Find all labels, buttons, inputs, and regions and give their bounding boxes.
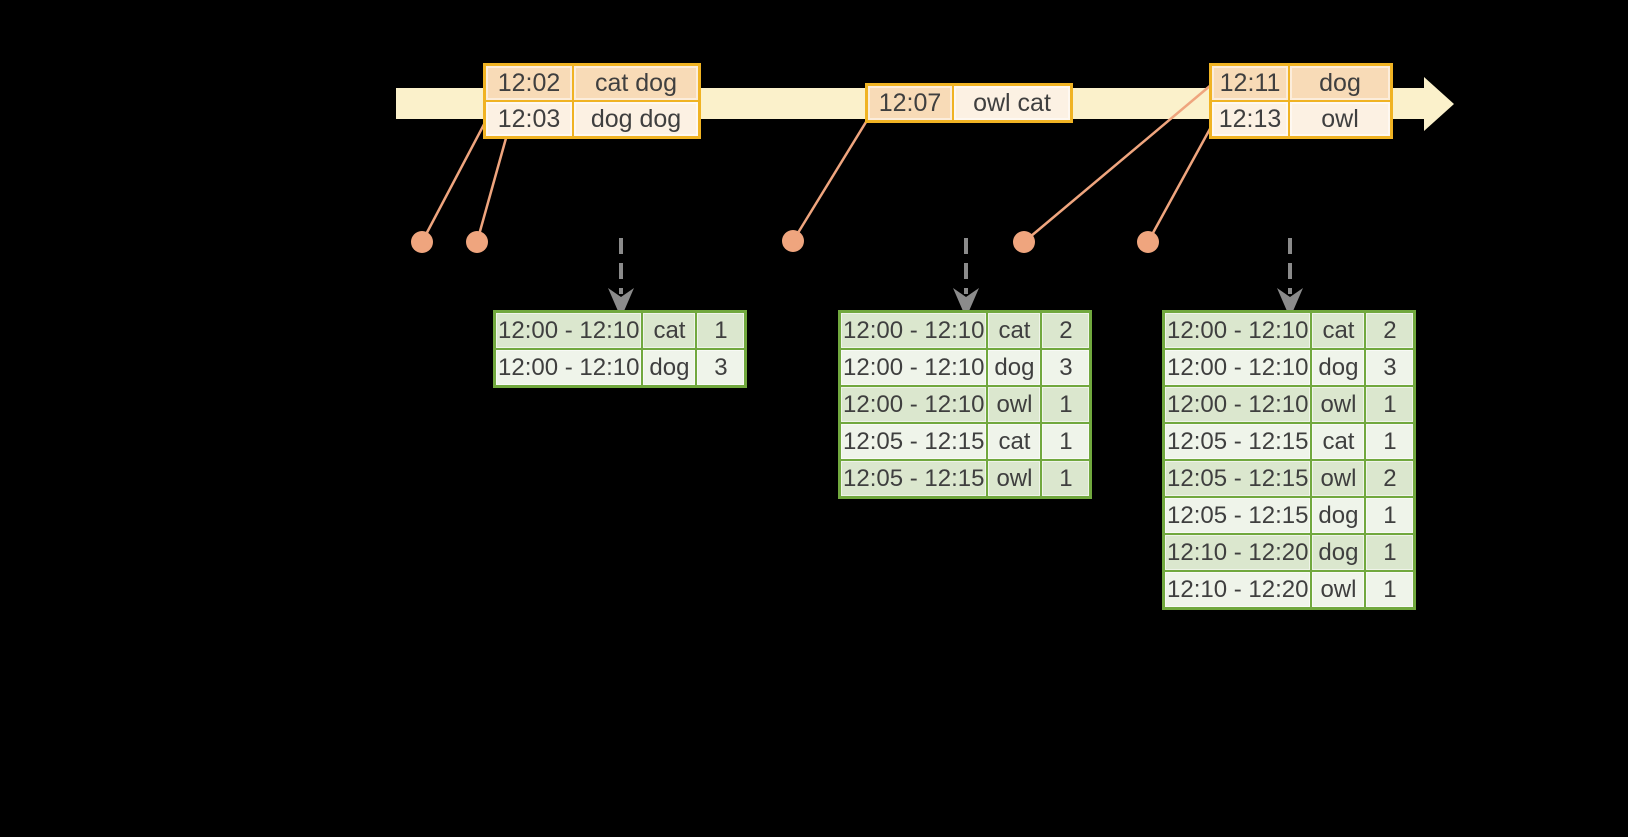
event-time-cell: 12:11 <box>1212 66 1288 100</box>
window-count-cell: 1 <box>1366 387 1414 422</box>
window-key-cell: dog <box>1312 498 1365 533</box>
window-key-cell: owl <box>988 387 1041 422</box>
window-window-cell: 12:00 - 12:10 <box>841 313 987 348</box>
event-events-cell: owl <box>1290 102 1390 136</box>
event-time-cell: 12:02 <box>486 66 572 100</box>
window-count-cell: 1 <box>1366 572 1414 607</box>
window-key-cell: dog <box>988 350 1041 385</box>
window-key-cell: cat <box>643 313 696 348</box>
window-count-cell: 1 <box>697 313 745 348</box>
window-key-cell: cat <box>988 313 1041 348</box>
window-key-cell: dog <box>1312 350 1365 385</box>
event-time-dot-icon <box>782 230 804 252</box>
window-key-cell: owl <box>1312 461 1365 496</box>
window-window-cell: 12:05 - 12:15 <box>1165 424 1311 459</box>
window-window-cell: 12:05 - 12:15 <box>1165 461 1311 496</box>
event-time-cell: 12:03 <box>486 102 572 136</box>
window-key-cell: owl <box>1312 572 1365 607</box>
window-count-cell: 1 <box>1366 424 1414 459</box>
window-window-cell: 12:00 - 12:10 <box>841 387 987 422</box>
event-time-dot-icon <box>411 231 433 253</box>
window-window-cell: 12:05 - 12:15 <box>1165 498 1311 533</box>
window-window-cell: 12:05 - 12:15 <box>841 424 987 459</box>
window-window-cell: 12:00 - 12:10 <box>1165 350 1311 385</box>
event-connector-line <box>791 121 868 242</box>
window-count-cell: 3 <box>1366 350 1414 385</box>
emit-arrow-icon <box>1277 238 1303 318</box>
window-key-cell: dog <box>1312 535 1365 570</box>
event-time-cell: 12:07 <box>868 86 952 120</box>
window-key-cell: cat <box>1312 424 1365 459</box>
window-count-cell: 1 <box>1042 461 1090 496</box>
event-connector-line <box>1023 84 1212 243</box>
event-events-cell: dog dog <box>574 102 698 136</box>
window-window-cell: 12:00 - 12:10 <box>1165 387 1311 422</box>
window-key-cell: owl <box>988 461 1041 496</box>
event-time-dot-icon <box>1013 231 1035 253</box>
event-events-cell: dog <box>1290 66 1390 100</box>
window-key-cell: dog <box>643 350 696 385</box>
window-window-cell: 12:10 - 12:20 <box>1165 535 1311 570</box>
window-count-cell: 1 <box>1042 387 1090 422</box>
timeline-arrowhead-icon <box>1424 77 1454 131</box>
window-count-cell: 2 <box>1042 313 1090 348</box>
event-connector-line <box>1146 126 1213 243</box>
window-key-cell: cat <box>1312 313 1365 348</box>
window-window-cell: 12:00 - 12:10 <box>841 350 987 385</box>
window-key-cell: cat <box>988 424 1041 459</box>
window-window-cell: 12:00 - 12:10 <box>496 313 642 348</box>
emit-arrow-icon <box>608 238 634 318</box>
event-time-dot-icon <box>466 231 488 253</box>
window-count-cell: 1 <box>1042 424 1090 459</box>
event-events-cell: cat dog <box>574 66 698 100</box>
window-count-cell: 3 <box>697 350 745 385</box>
window-window-cell: 12:00 - 12:10 <box>496 350 642 385</box>
event-time-dot-icon <box>1137 231 1159 253</box>
window-count-cell: 1 <box>1366 535 1414 570</box>
event-connector-line <box>475 130 510 243</box>
emit-arrow-icon <box>953 238 979 318</box>
window-window-cell: 12:10 - 12:20 <box>1165 572 1311 607</box>
window-count-cell: 3 <box>1042 350 1090 385</box>
window-count-cell: 2 <box>1366 461 1414 496</box>
event-time-cell: 12:13 <box>1212 102 1288 136</box>
window-count-cell: 1 <box>1366 498 1414 533</box>
event-events-cell: owl cat <box>954 86 1070 120</box>
window-count-cell: 2 <box>1366 313 1414 348</box>
window-window-cell: 12:05 - 12:15 <box>841 461 987 496</box>
window-window-cell: 12:00 - 12:10 <box>1165 313 1311 348</box>
window-key-cell: owl <box>1312 387 1365 422</box>
